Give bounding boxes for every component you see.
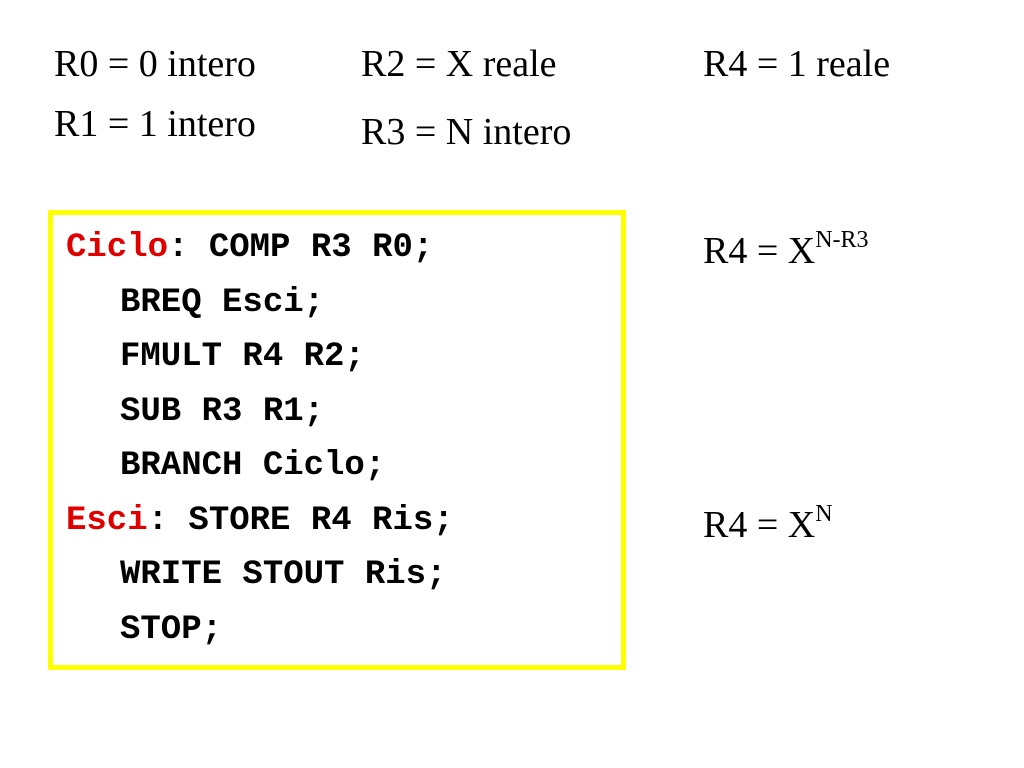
code-line: STOP; [66, 613, 222, 647]
code-instruction: BRANCH Ciclo; [120, 447, 386, 485]
code-line-esci: Esci: STORE R4 Ris; [66, 504, 454, 538]
code-instruction: SUB R3 R1; [120, 393, 325, 431]
exit-result-note: R4 = XN [703, 502, 833, 546]
register-r1: R1 = 1 intero [54, 103, 256, 145]
exit-note-base: R4 = X [703, 504, 816, 546]
code-line: FMULT R4 R2; [66, 340, 365, 374]
loop-invariant-note: R4 = XN-R3 [703, 228, 869, 272]
register-r2: R2 = X reale [361, 43, 557, 85]
code-instruction: : COMP R3 R0; [168, 229, 434, 267]
code-line: SUB R3 R1; [66, 395, 324, 429]
code-label-esci: Esci [66, 502, 148, 540]
loop-note-base: R4 = X [703, 230, 816, 272]
code-line: BREQ Esci; [66, 286, 324, 320]
register-r0: R0 = 0 intero [54, 43, 256, 85]
code-instruction: WRITE STOUT Ris; [120, 556, 447, 594]
code-instruction: : STORE R4 Ris; [147, 502, 454, 540]
code-line: BRANCH Ciclo; [66, 449, 385, 483]
code-line: WRITE STOUT Ris; [66, 558, 446, 592]
code-label-ciclo: Ciclo [66, 229, 169, 267]
code-instruction: BREQ Esci; [120, 284, 325, 322]
exit-note-exponent: N [815, 501, 833, 527]
loop-note-exponent: N-R3 [815, 227, 869, 253]
register-r4: R4 = 1 reale [703, 43, 891, 85]
code-instruction: FMULT R4 R2; [120, 338, 365, 376]
code-instruction: STOP; [120, 611, 223, 649]
code-line-ciclo: Ciclo: COMP R3 R0; [66, 231, 433, 265]
register-r3: R3 = N intero [361, 111, 572, 153]
code-box: Ciclo: COMP R3 R0; BREQ Esci; FMULT R4 R… [48, 210, 626, 670]
